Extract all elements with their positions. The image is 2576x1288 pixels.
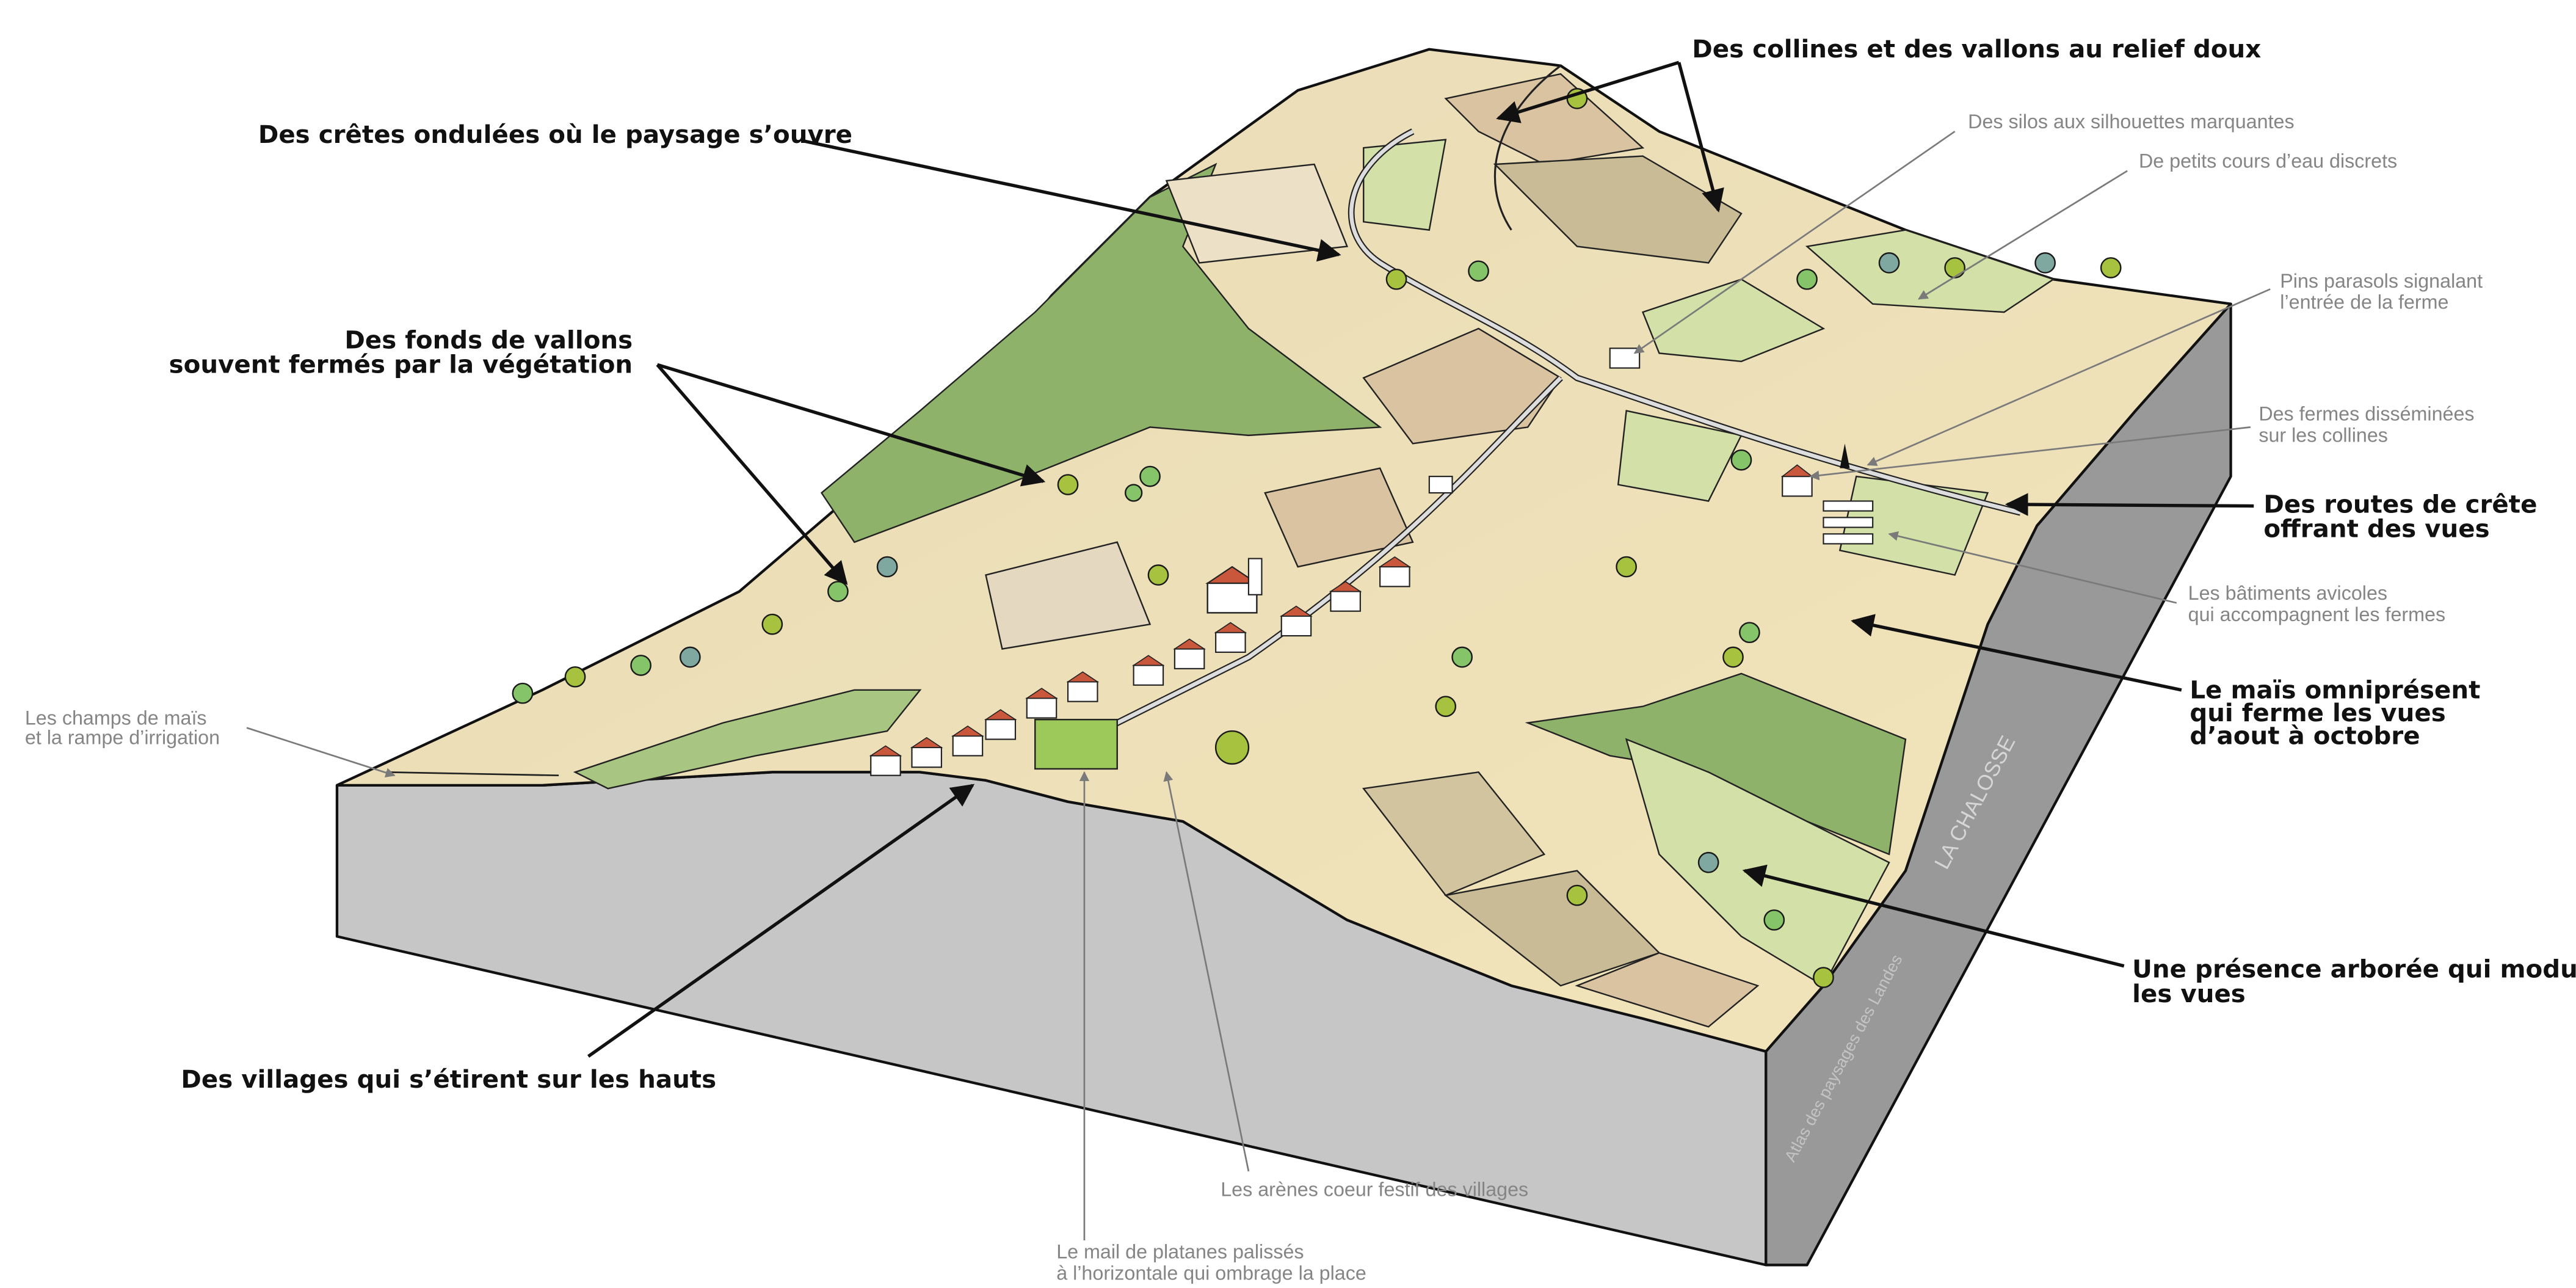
leader-champs	[246, 727, 396, 777]
label-arbres: Une présence arborée qui module	[2132, 955, 2576, 984]
leader-arenes	[1163, 771, 1250, 1172]
label-cretes: Des crêtes ondulées où le paysage s’ouvr…	[258, 120, 852, 149]
arrow-villages	[587, 784, 975, 1058]
arrow-fonds-1	[656, 363, 1046, 487]
irrigation-ramp	[386, 771, 559, 777]
label-cours-eau: De petits cours d’eau discrets	[2139, 150, 2397, 172]
arrow-cretes	[805, 139, 1341, 262]
label-collines: Des collines et des vallons au relief do…	[1692, 35, 2261, 64]
arrow-mais	[1851, 614, 2182, 692]
leader-pins	[1867, 288, 2271, 466]
label-champs: Les champs de maïs	[25, 707, 207, 729]
label-mais: Le maïs omniprésent	[2190, 675, 2480, 704]
label-fonds: souvent fermés par la végétation	[169, 351, 633, 379]
main-arrows	[587, 60, 2254, 1058]
leader-fermes	[1809, 426, 2251, 481]
tree-rows	[512, 88, 2122, 988]
parasol-pine-icon	[1840, 443, 1850, 468]
label-avicoles: Les bâtiments avicoles	[2188, 582, 2387, 604]
label-silos: Des silos aux silhouettes marquantes	[1968, 111, 2294, 133]
secondary-arrows	[246, 131, 2271, 1240]
village	[869, 347, 1874, 776]
label-villages: Des villages qui s’étirent sur les hauts	[181, 1065, 716, 1094]
label-mais: qui ferme les vues	[2190, 699, 2445, 727]
label-fermes: sur les collines	[2259, 424, 2388, 446]
terrain-surface	[335, 48, 2232, 1053]
label-mais: d’aout à octobre	[2190, 722, 2420, 751]
label-routes: Des routes de crête	[2263, 490, 2537, 518]
label-pins: Pins parasols signalant	[2280, 270, 2483, 292]
arrow-arbres	[1742, 864, 2125, 968]
label-arenes: Les arènes coeur festif des villages	[1221, 1178, 1528, 1200]
label-routes: offrant des vues	[2263, 515, 2489, 544]
leader-silos	[1633, 131, 1956, 354]
label-champs: et la rampe d’irrigation	[25, 727, 220, 749]
arrow-collines-2	[1677, 62, 1724, 213]
label-mail: Le mail de platanes palissés	[1056, 1241, 1304, 1263]
arrow-fonds-2	[656, 363, 848, 585]
label-fermes: Des fermes disséminées	[2259, 403, 2474, 425]
secondary-labels: Des silos aux silhouettes marquantes De …	[25, 111, 2483, 1284]
leader-avicoles	[1888, 531, 2177, 604]
arrow-routes	[2005, 493, 2254, 516]
main-labels: Des collines et des vallons au relief do…	[169, 35, 2576, 1094]
label-mail: à l’horizontale qui ombrage la place	[1056, 1262, 1366, 1284]
label-arbres: les vues	[2132, 980, 2246, 1008]
label-pins: l’entrée de la ferme	[2280, 291, 2448, 313]
label-avicoles: qui accompagnent les fermes	[2188, 603, 2445, 625]
label-fonds: Des fonds de vallons	[344, 326, 633, 354]
arrow-collines-1	[1496, 60, 1680, 123]
leader-cours-eau	[1918, 170, 2128, 300]
